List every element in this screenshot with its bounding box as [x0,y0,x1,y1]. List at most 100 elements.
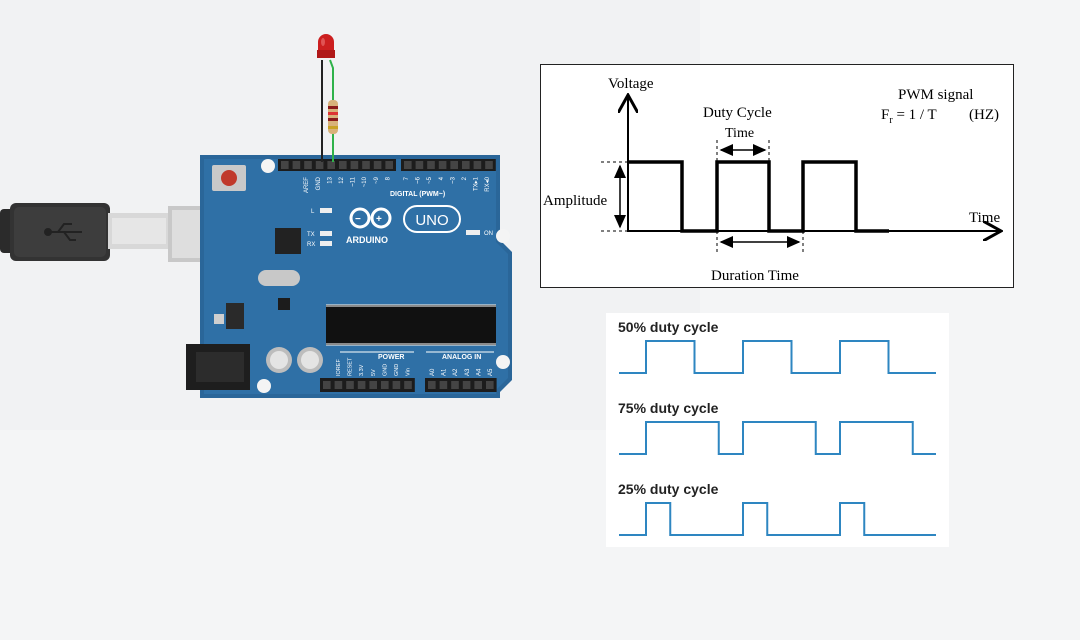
pin-label: RX◂0 [485,176,491,191]
pin-label: RESET [348,357,354,376]
atmega-chip [326,304,496,346]
header-pin[interactable] [339,161,347,169]
duty-time-label: Time [725,126,754,141]
pin-label: A0 [430,368,436,376]
pin-label: 8 [385,176,391,180]
header-pin[interactable] [404,381,412,389]
reset-button[interactable] [212,165,246,191]
header-pin[interactable] [281,161,289,169]
header-pin[interactable] [392,381,401,389]
header-pin[interactable] [450,161,458,169]
header-pin[interactable] [385,161,393,169]
pin-label: ~3 [450,176,456,184]
digital-header[interactable] [278,159,496,171]
header-pin[interactable] [362,161,370,169]
header-pin[interactable] [381,381,389,389]
header-pin[interactable] [438,161,447,169]
duration-label: Duration Time [711,268,799,284]
pin-label: IOREF [336,359,342,376]
on-label: ON [484,231,493,237]
pin-label: Vin [406,368,412,376]
pin-label: TX▸1 [474,176,480,191]
header-pin[interactable] [474,381,482,389]
header-pin[interactable] [427,161,435,169]
led-rx-label: RX [307,242,315,248]
header-pin[interactable] [373,161,382,169]
header-pin[interactable] [404,161,412,169]
analog-label: ANALOG IN [442,354,481,361]
resistor[interactable] [328,100,338,134]
frequency-formula: Fr = 1 / T [881,107,937,126]
pin-label: 4 [439,176,445,180]
pwm-title: PWM signal [898,87,973,103]
power-header[interactable] [320,378,415,392]
duty-cycle-label: Duty Cycle [703,105,772,121]
pin-label: 7 [404,176,410,180]
led-l-label: L [311,209,315,215]
header-pin[interactable] [451,381,459,389]
x-axis-label: Time [969,210,1000,226]
header-pin[interactable] [439,381,448,389]
duty-cycle-label: 50% duty cycle [618,319,719,335]
duty-cycle-example: 75% duty cycle [618,400,936,455]
frequency-unit: (HZ) [969,107,999,123]
header-pin[interactable] [323,381,331,389]
arduino-board[interactable]: − + ARDUINO UNO L TX RX ON DIGITAL (PWM~… [186,155,512,398]
header-pin[interactable] [462,381,471,389]
duty-cycle-waveform [619,502,936,536]
led-circuit[interactable] [317,34,338,162]
model-label: UNO [415,212,448,229]
pin-label: GND [394,364,400,376]
pin-label: ~10 [362,176,368,187]
header-pin[interactable] [350,161,359,169]
header-pin[interactable] [327,161,335,169]
header-pin[interactable] [486,381,494,389]
pin-label: 5V [371,369,377,376]
duty-cycle-example: 25% duty cycle [618,481,936,536]
pin-label: 13 [327,176,333,183]
header-pin[interactable] [462,161,470,169]
pin-label: AREF [304,177,310,193]
red-led[interactable] [317,34,335,58]
pin-label: 3.3V [359,364,365,376]
header-pin[interactable] [357,381,366,389]
header-pin[interactable] [334,381,343,389]
pin-label: A3 [465,368,471,376]
usb-icon [44,223,82,241]
pin-label: A1 [442,368,448,376]
pin-label: ~9 [374,176,380,184]
header-pin[interactable] [485,161,493,169]
arduino-logo: − + [349,205,461,233]
svg-text:−: − [355,214,361,225]
pin-label: ~11 [351,176,357,186]
usb-chip [275,228,301,254]
pin-label: ~5 [427,176,433,184]
power-label: POWER [378,354,404,361]
header-pin[interactable] [292,161,301,169]
duty-cycle-label: 25% duty cycle [618,481,719,497]
header-pin[interactable] [428,381,436,389]
analog-header[interactable] [425,378,497,392]
header-pin[interactable] [369,381,377,389]
pin-label: A2 [453,368,459,376]
header-pin[interactable] [415,161,424,169]
pin-label: 2 [462,176,468,180]
svg-text:+: + [376,214,382,225]
pin-label: ~6 [416,176,422,184]
duty-cycle-example: 50% duty cycle [618,319,936,374]
digital-header-label: DIGITAL (PWM~) [390,191,445,198]
duty-cycle-label: 75% duty cycle [618,400,719,416]
amplitude-label: Amplitude [543,193,608,209]
header-pin[interactable] [304,161,312,169]
header-pin[interactable] [346,381,354,389]
pwm-waveform [628,160,889,233]
arduino-circuit: − + ARDUINO UNO L TX RX ON DIGITAL (PWM~… [0,34,512,398]
pin-label: GND [316,176,322,190]
header-pin[interactable] [473,161,482,169]
header-pin[interactable] [315,161,324,169]
crystal [258,270,300,286]
y-axis-label: Voltage [608,76,654,92]
